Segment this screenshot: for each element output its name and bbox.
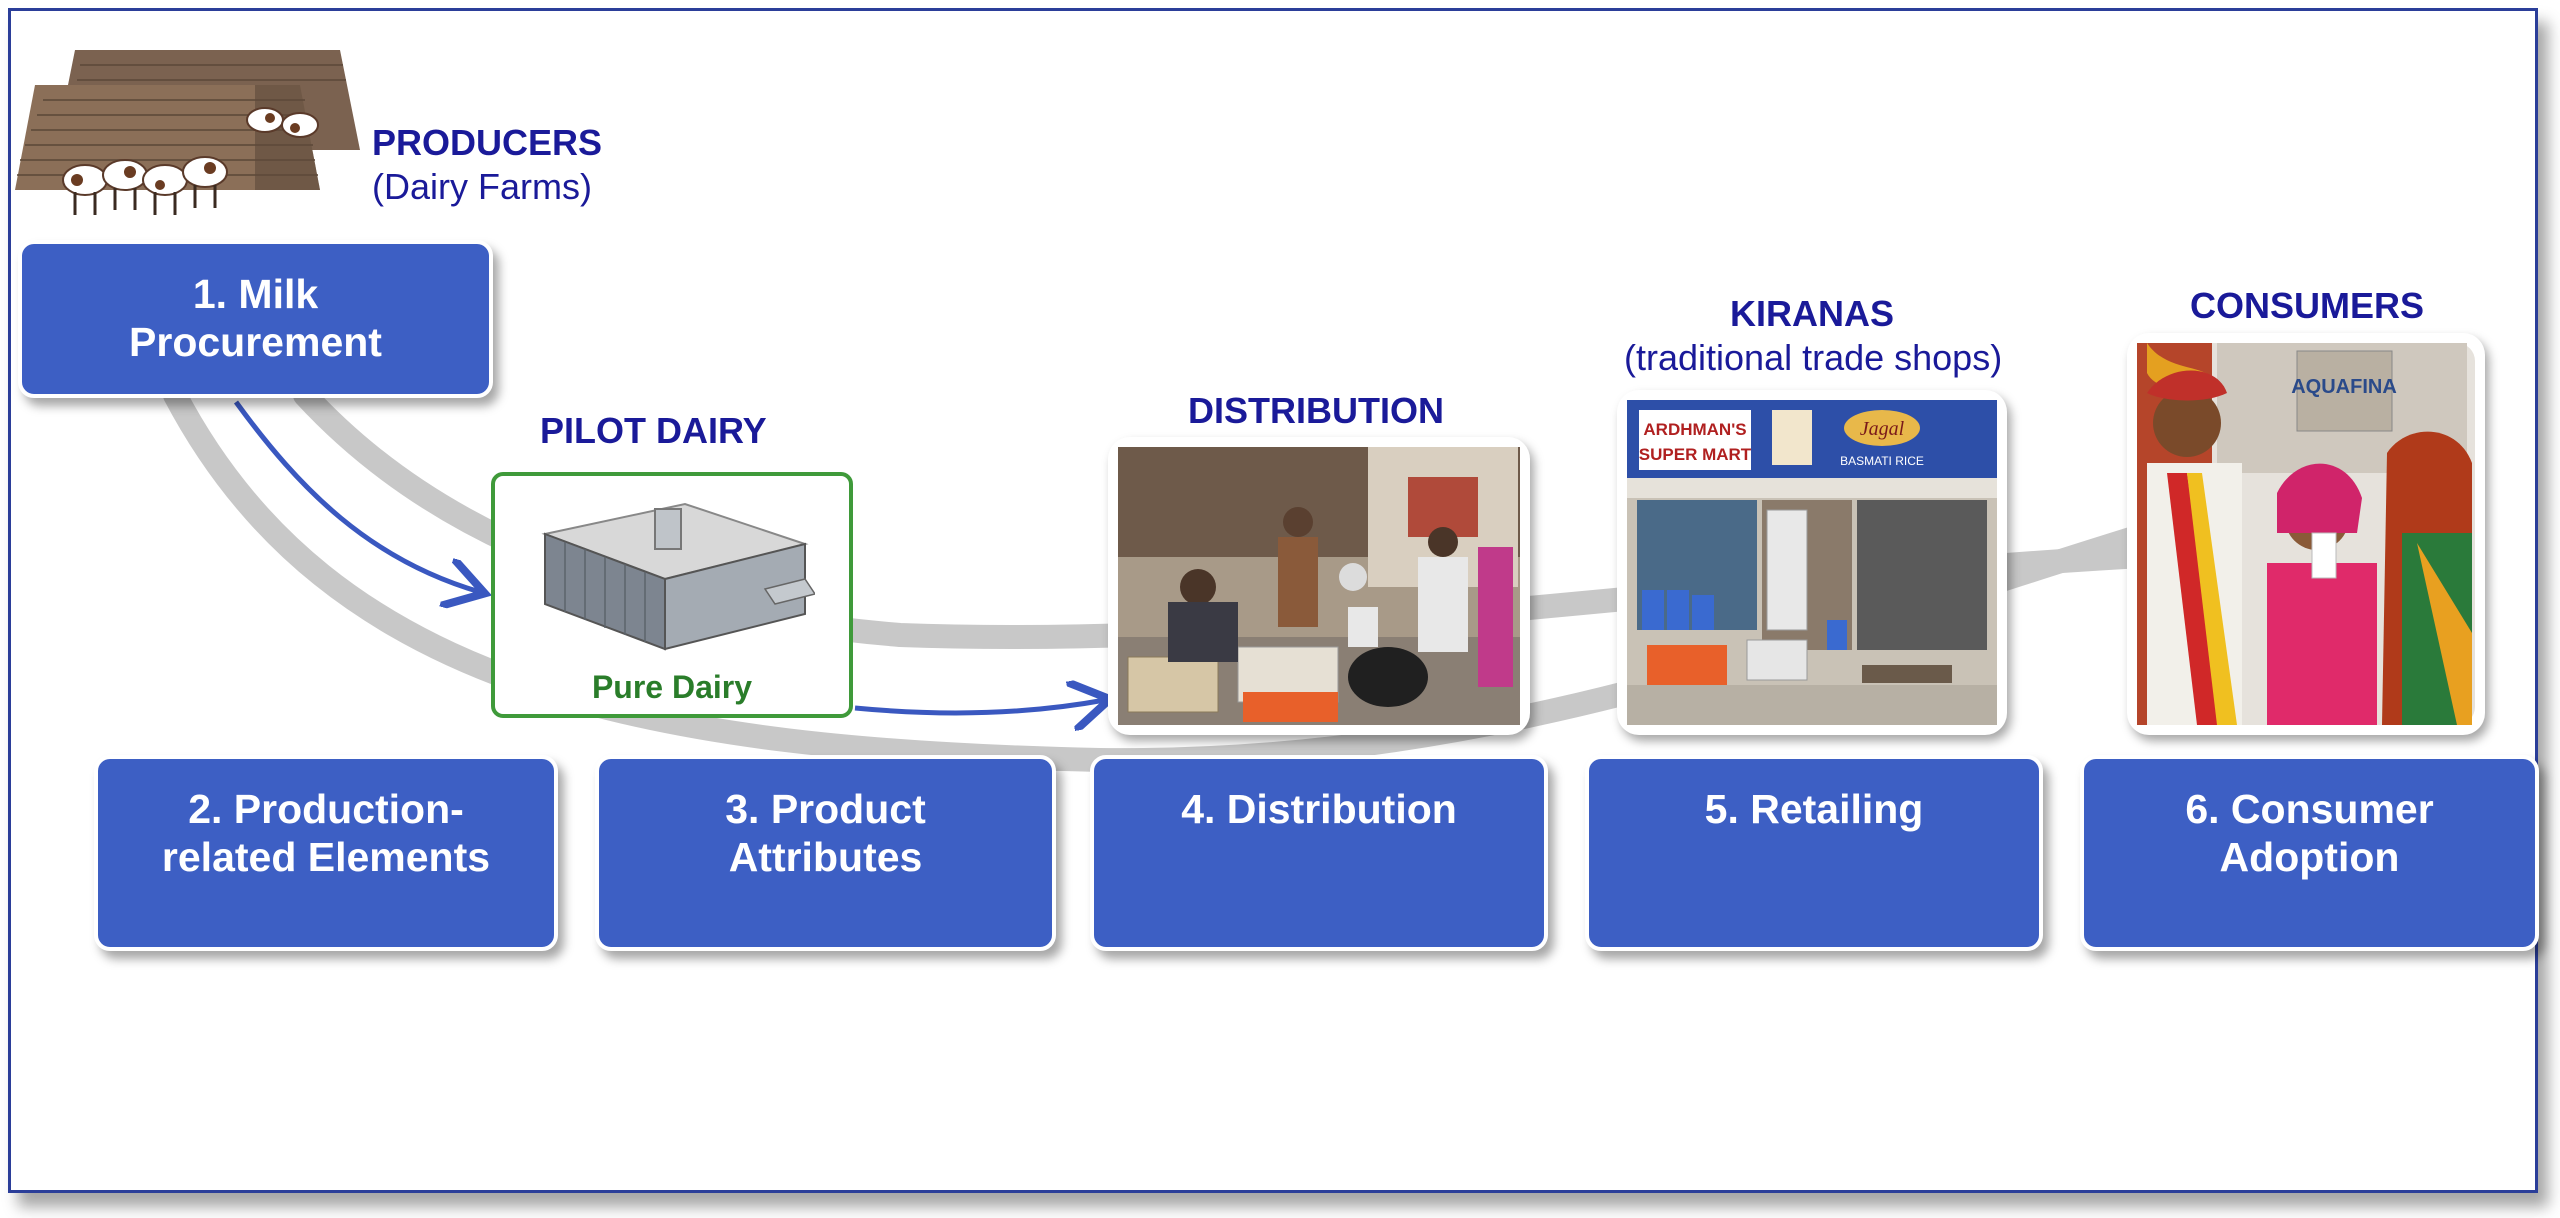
step-distribution: 4. Distribution: [1090, 755, 1548, 951]
producers-sublabel: (Dairy Farms): [372, 166, 592, 207]
pilot-dairy-card: Pure Dairy: [491, 472, 853, 718]
shop-badge: Jagal: [1860, 418, 1905, 440]
shop-sign-line2: SUPER MART: [1639, 445, 1752, 464]
kiranas-sublabel: (traditional trade shops): [1624, 337, 2003, 378]
pilot-dairy-label: PILOT DAIRY: [540, 410, 767, 451]
distribution-photo: [1108, 437, 1530, 735]
dairy-farm-illustration: [15, 50, 360, 215]
consumers-label: CONSUMERS: [2190, 285, 2425, 326]
step-retailing: 5. Retailing: [1585, 755, 2043, 951]
producers-label: PRODUCERS: [372, 122, 603, 163]
shop-sign-small: BASMATI RICE: [1840, 454, 1924, 468]
step-consumer-adoption: 6. Consumer Adoption: [2080, 755, 2539, 951]
kirana-shop-photo: ARDHMAN'S SUPER MART Jagal BASMATI RICE: [1617, 390, 2007, 735]
carton-label: AQUAFINA: [2291, 376, 2397, 398]
distribution-label: DISTRIBUTION: [1188, 390, 1444, 431]
pure-dairy-label: Pure Dairy: [591, 669, 753, 705]
shop-sign-line1: ARDHMAN'S: [1643, 420, 1746, 439]
step-milk-procurement: 1. Milk Procurement: [18, 240, 493, 398]
consumers-photo: AQUAFINA: [2127, 333, 2485, 735]
kiranas-label: KIRANAS: [1730, 293, 1895, 334]
dairy-building-icon: [541, 502, 815, 651]
arrow-to-distribution: [854, 700, 1105, 713]
step-product-attributes: 3. Product Attributes: [595, 755, 1056, 951]
arrow-to-pilot-dairy: [233, 400, 480, 592]
step-production-elements: 2. Production- related Elements: [94, 755, 558, 951]
